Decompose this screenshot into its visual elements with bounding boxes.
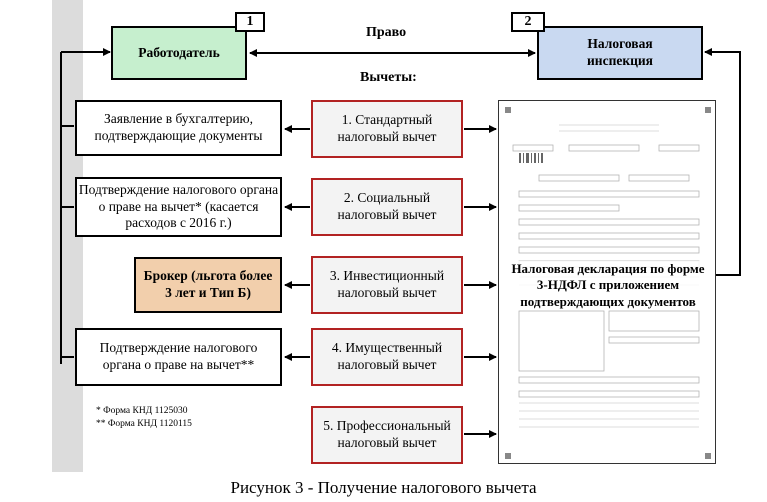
- employer-box: Работодатель: [111, 26, 247, 80]
- social-confirmation-box: Подтверждение налогового органа о праве …: [75, 177, 282, 237]
- employer-label: Работодатель: [138, 44, 220, 60]
- tax-office-label: Налоговая инспекция: [587, 36, 653, 68]
- tax-office-number-badge: 2: [511, 12, 545, 32]
- footnotes: * Форма КНД 1125030 ** Форма КНД 1120115: [96, 405, 192, 432]
- statement-box: Заявление в бухгалтерию, подтверждающие …: [75, 100, 282, 156]
- tax-office-box: Налоговая инспекция: [537, 26, 703, 80]
- broker-box: Брокер (льгота более 3 лет и Тип Б): [134, 257, 282, 313]
- declaration-title: Налоговая декларация по форме 3-НДФЛ с п…: [507, 261, 709, 310]
- deduction-investment-box: 3. Инвестиционный налоговый вычет: [311, 256, 463, 314]
- deduction-social-box: 2. Социальный налоговый вычет: [311, 178, 463, 236]
- declaration-document: Налоговая декларация по форме 3-НДФЛ с п…: [498, 100, 716, 464]
- figure-caption: Рисунок 3 - Получение налогового вычета: [230, 478, 537, 497]
- deduction-professional-box: 5. Профессиональный налоговый вычет: [311, 406, 463, 464]
- deductions-label: Вычеты:: [360, 70, 417, 85]
- footnote-2: ** Форма КНД 1120115: [96, 419, 192, 430]
- employer-number-badge: 1: [235, 12, 265, 32]
- footnote-1: * Форма КНД 1125030: [96, 406, 188, 416]
- property-confirmation-box: Подтверждение налогового органа о праве …: [75, 328, 282, 386]
- deduction-standard-box: 1. Стандартный налоговый вычет: [311, 100, 463, 158]
- deduction-property-box: 4. Имущественный налоговый вычет: [311, 328, 463, 386]
- right-label: Право: [366, 25, 407, 40]
